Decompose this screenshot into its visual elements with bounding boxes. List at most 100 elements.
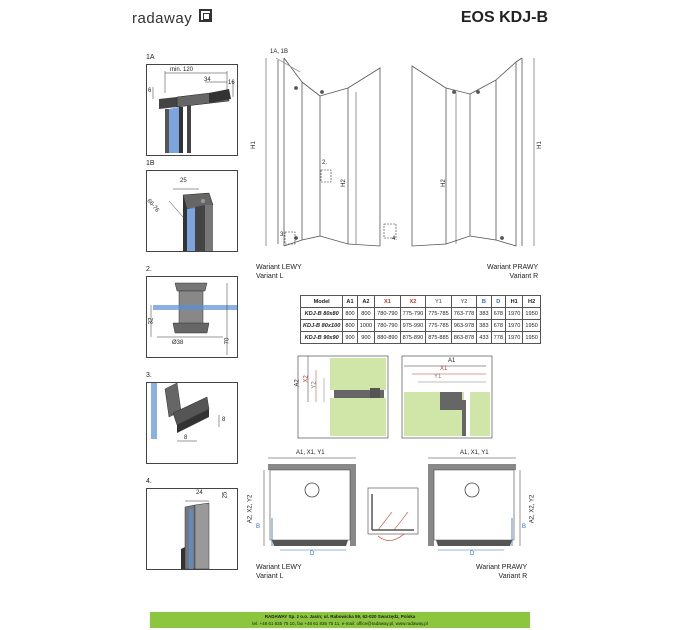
dim-min120: min. 120 — [170, 67, 194, 73]
plan-variant-left: Wariant LEWY Variant L — [256, 563, 302, 581]
table-cell: 678 — [490, 319, 506, 332]
table-cell: 778 — [490, 331, 506, 344]
table-cell: 433 — [476, 331, 492, 344]
inset-label-1b: 1B — [146, 160, 155, 167]
elevation-variant-right-en: Variant R — [509, 273, 539, 280]
elevation-left-h2: H2 — [340, 179, 347, 187]
detail-right-a1: A1 — [448, 358, 456, 364]
spec-table-header-row: Model A1 A2 X1 X2 Y1 Y2 B D H1 H2 — [299, 295, 541, 308]
table-cell: 875-890 — [399, 331, 427, 344]
inset-1b — [146, 170, 238, 252]
table-cell: 1950 — [522, 319, 541, 332]
table-cell: 678 — [490, 307, 506, 320]
table-row: KDJ-B 80x100 800 1000 780-790 975-990 77… — [299, 319, 541, 332]
table-row: KDJ-B 90x90 900 900 880-890 875-890 875-… — [299, 331, 541, 344]
inset-label-1a: 1A — [146, 54, 155, 61]
spec-header-y2: Y2 — [450, 295, 478, 308]
table-cell: 800 — [356, 307, 376, 320]
table-cell: 775-785 — [425, 307, 452, 320]
inset-2-drawing — [150, 282, 237, 355]
inset-4 — [146, 488, 238, 570]
elevation-top-label: 1A, 1B — [270, 49, 289, 55]
table-cell: 780-790 — [374, 307, 401, 320]
plan-left-d: D — [310, 551, 315, 557]
table-cell: 1970 — [504, 331, 524, 344]
footer-address: RADAWAY Sp. z o.o. Jasin; ul. Rabowicka … — [264, 614, 416, 619]
table-cell: 383 — [476, 307, 492, 320]
elevation-marker-3: 3. — [280, 232, 286, 238]
table-cell: 800 — [342, 307, 358, 320]
spec-header-y1: Y1 — [425, 295, 452, 308]
plan-variant-right-pl: Wariant PRAWY — [476, 564, 528, 571]
dim-70: 70 — [224, 337, 231, 345]
spec-header-h1: H1 — [504, 295, 524, 308]
plan-center-drawing — [367, 487, 419, 541]
table-cell: 800 — [342, 319, 358, 332]
table-cell: 1950 — [522, 307, 541, 320]
inset-1a-drawing — [152, 71, 234, 153]
dim-6: 6 — [148, 88, 152, 94]
inset-3-drawing — [151, 382, 220, 442]
table-cell: 763-778 — [450, 307, 478, 320]
elevation-variant-right-pl: Wariant PRAWY — [487, 264, 539, 271]
inset-4-drawing — [181, 500, 210, 570]
elevation-variant-left-pl: Wariant LEWY — [256, 264, 302, 271]
table-cell: 780-790 — [374, 319, 401, 332]
detail-left-a2: A2 — [294, 379, 301, 387]
table-cell: 880-890 — [374, 331, 401, 344]
spec-table: Model A1 A2 X1 X2 Y1 Y2 B D H1 H2 KDJ-B … — [299, 295, 541, 344]
inset-3 — [146, 382, 238, 464]
plan-right-top-dims: A1, X1, Y1 — [460, 450, 489, 456]
plan-variant-left-en: Variant L — [256, 573, 284, 580]
detail-left-y2: Y2 — [311, 381, 318, 389]
dim-25: 25 — [180, 178, 187, 184]
plan-left-b: B — [256, 524, 261, 530]
model-title: EOS KDJ-B — [460, 9, 548, 26]
dim-32: 32 — [148, 317, 155, 325]
elevation-left — [265, 57, 381, 247]
plan-variant-left-pl: Wariant LEWY — [256, 564, 302, 571]
footer-contact[interactable]: tel. +48 61 835 75 10, fax +48 61 835 75… — [252, 621, 428, 626]
plan-right-drawing — [428, 457, 521, 551]
inset-1b-drawing — [168, 188, 214, 251]
detail-left-x2: X2 — [303, 375, 310, 383]
inset-1a — [146, 64, 238, 156]
plan-variant-right: Wariant PRAWY Variant R — [476, 563, 527, 581]
elevation-right — [383, 57, 535, 247]
table-cell: 383 — [476, 319, 492, 332]
inset-label-3: 3. — [146, 372, 152, 379]
inset-label-2: 2. — [146, 266, 152, 273]
elevation-variant-left: Wariant LEWY Variant L — [256, 263, 302, 281]
dim-25-side: 25 — [222, 491, 229, 499]
table-cell: KDJ-B 80x100 — [299, 319, 344, 332]
plan-left-drawing — [263, 457, 356, 551]
dim-16: 16 — [228, 80, 235, 86]
inset-label-4: 4. — [146, 478, 152, 485]
table-cell: KDJ-B 90x90 — [299, 331, 344, 344]
table-cell: 900 — [342, 331, 358, 344]
elevation-marker-4: 4. — [392, 236, 398, 242]
table-cell: 1000 — [356, 319, 376, 332]
table-cell: 963-978 — [450, 319, 478, 332]
detail-right-x1: X1 — [440, 366, 448, 372]
plan-right-d: D — [470, 551, 475, 557]
plan-right-side-dims: A2, X2, Y2 — [529, 494, 536, 524]
dim-diameter-38: Ø38 — [172, 340, 184, 346]
spec-header-x2: X2 — [399, 295, 427, 308]
dim-8-height: 8 — [222, 417, 226, 423]
spec-header-a2: A2 — [356, 295, 376, 308]
plan-left-side-dims: A2, X2, Y2 — [247, 494, 254, 524]
table-cell: 875-885 — [425, 331, 452, 344]
table-cell: 863-878 — [450, 331, 478, 344]
table-cell: KDJ-B 80x80 — [299, 307, 344, 320]
elevation-left-h1: H1 — [250, 141, 257, 149]
elevation-marker-2: 2. — [322, 160, 328, 166]
spec-header-model: Model — [299, 295, 344, 308]
detail-right-y1: Y1 — [434, 374, 442, 380]
table-cell: 1950 — [522, 331, 541, 344]
table-cell: 1970 — [504, 307, 524, 320]
plan-left-top-dims: A1, X1, Y1 — [296, 450, 325, 456]
brand-logo-text: radaway — [132, 10, 193, 27]
plan-right-b: B — [522, 524, 527, 530]
spec-header-a1: A1 — [342, 295, 358, 308]
